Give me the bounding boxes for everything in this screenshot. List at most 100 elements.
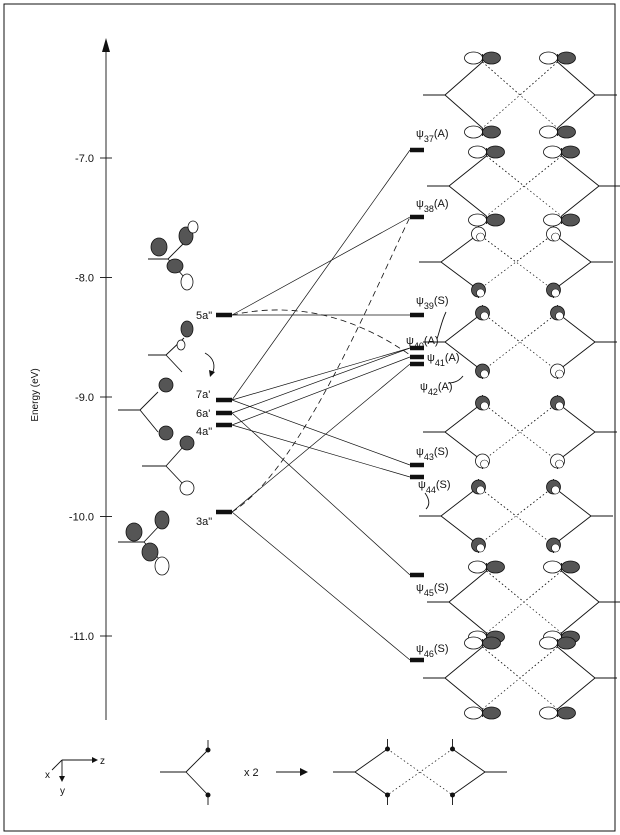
bond	[165, 446, 184, 467]
lobe	[154, 556, 170, 576]
axis-tick-label: -7.0	[75, 153, 94, 165]
bridge	[478, 233, 554, 291]
lobe-inner	[551, 232, 560, 242]
lobe	[543, 213, 562, 227]
bridge	[482, 646, 521, 679]
line-3a-42	[231, 363, 411, 513]
bond	[553, 261, 592, 291]
bond	[139, 391, 159, 411]
bond	[444, 61, 483, 96]
line-6a-45	[231, 412, 411, 576]
psi37-sym: (A)	[434, 128, 449, 140]
bond	[444, 402, 483, 433]
psi38-sym: (A)	[434, 198, 449, 210]
psi41-index: 41	[435, 358, 445, 368]
x-axis	[51, 759, 63, 771]
y-arrowhead	[59, 776, 65, 782]
psi37-label: ψ37(A)	[416, 128, 449, 144]
arrow-7a-head	[209, 370, 215, 377]
axis-arrowhead	[102, 38, 110, 52]
multiplier-label: x 2	[244, 767, 259, 779]
psi44-sym: (S)	[436, 479, 451, 491]
bond	[557, 61, 596, 96]
arrow-head	[300, 768, 308, 776]
bond	[185, 749, 209, 773]
fragment-orbital-6a	[118, 377, 174, 441]
bond	[444, 94, 483, 129]
bridge	[519, 646, 558, 679]
line-7a-40	[231, 347, 411, 401]
bond	[143, 524, 161, 543]
psi39-index: 39	[424, 301, 434, 311]
line-3a-46	[231, 511, 411, 661]
bond	[444, 677, 483, 710]
dline-3a-38	[231, 216, 411, 513]
lobe	[150, 237, 168, 257]
lobe-inner	[551, 288, 560, 298]
dimer-sketch	[333, 739, 507, 805]
x-label: x	[45, 770, 50, 781]
line-7a-43	[231, 399, 411, 466]
psi42-index: 42	[428, 387, 438, 397]
lobe-inner	[555, 369, 564, 379]
lobe	[468, 213, 487, 227]
bond	[561, 601, 600, 634]
psi39-label: ψ39(S)	[416, 295, 449, 311]
psi37-symbol: ψ	[416, 128, 424, 140]
bond	[354, 748, 388, 773]
lobe	[187, 220, 199, 234]
lobe-inner	[555, 311, 564, 321]
lobe	[482, 125, 501, 139]
label-4a2: 4a"	[196, 426, 212, 438]
psi46-index: 46	[424, 649, 434, 659]
lobe-inner	[551, 543, 560, 553]
bridge	[523, 155, 562, 187]
lobe	[486, 560, 505, 574]
psi40-index: 40	[414, 341, 424, 351]
line-7a-37	[231, 149, 411, 401]
psi40-label: ψ40(A)	[406, 335, 439, 351]
z-arrowhead	[92, 757, 98, 763]
bottom-legend: x y z x 2	[45, 739, 507, 805]
bond	[444, 431, 483, 462]
psi42-sym: (A)	[438, 381, 453, 393]
lobe	[539, 51, 558, 65]
bond	[165, 354, 183, 373]
lobe-inner	[480, 369, 489, 379]
bond	[185, 771, 209, 796]
lobe-inner	[476, 485, 485, 495]
fragment-orbital-4a	[142, 435, 195, 496]
psi45-index: 45	[424, 588, 434, 598]
atom	[205, 747, 211, 753]
lobe	[464, 51, 483, 65]
psi41-sym: (A)	[445, 352, 460, 364]
bond	[165, 465, 184, 485]
lobe-inner	[555, 401, 564, 411]
psi37-index: 37	[424, 134, 434, 144]
dimer-sketch	[423, 395, 617, 469]
lobe	[482, 706, 501, 720]
bond	[553, 233, 592, 263]
lobe	[180, 320, 194, 338]
lobe	[561, 560, 580, 574]
bridge	[486, 155, 525, 187]
arrow-psi40-pointer	[436, 311, 447, 340]
lobe	[482, 636, 501, 650]
bond	[561, 155, 600, 187]
lobe	[561, 213, 580, 227]
psi43-symbol: ψ	[416, 446, 424, 458]
lobe	[176, 339, 186, 351]
lobe-inner	[480, 401, 489, 411]
lobe	[166, 258, 184, 274]
axis-tick-label: -9.0	[75, 392, 94, 404]
bond	[452, 748, 486, 773]
bond	[557, 431, 596, 462]
label-7a1: 7a'	[196, 389, 210, 401]
y-label: y	[60, 786, 65, 797]
bond	[452, 771, 486, 796]
lobe	[557, 51, 576, 65]
atom	[385, 792, 390, 798]
psi43-label: ψ43(S)	[416, 446, 449, 462]
psi44-symbol: ψ	[418, 479, 426, 491]
arrow-psi44-pointer	[424, 492, 430, 510]
